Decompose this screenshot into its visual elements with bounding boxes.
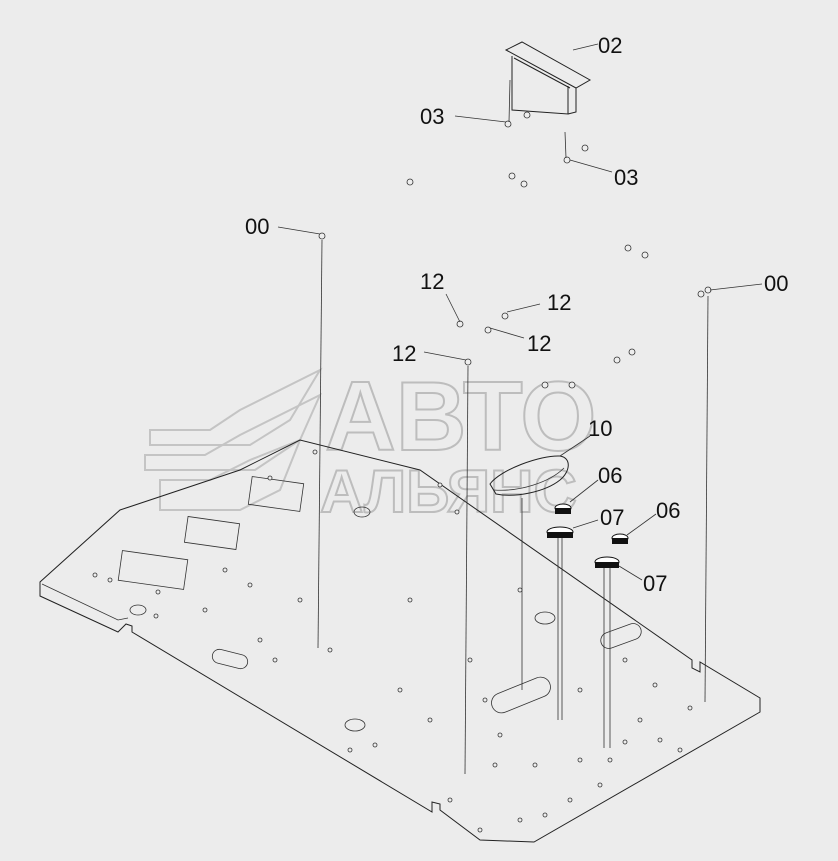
watermark-line1: АВТО bbox=[325, 361, 596, 471]
callout-02: 02 bbox=[598, 33, 622, 58]
callout-03-right: 03 bbox=[614, 165, 638, 190]
callout-12-d: 12 bbox=[392, 341, 416, 366]
callout-00-left: 00 bbox=[245, 214, 269, 239]
watermark-logo: АВТО АЛЬЯНС bbox=[144, 360, 597, 526]
callout-12-b: 12 bbox=[547, 290, 571, 315]
fasteners bbox=[318, 111, 712, 389]
callout-00-right: 00 bbox=[764, 271, 788, 296]
callout-07-b: 07 bbox=[643, 571, 667, 596]
leader-lines bbox=[277, 43, 763, 581]
base-plate bbox=[39, 439, 761, 843]
callout-labels: 02 03 03 00 00 12 12 12 12 10 06 06 07 0… bbox=[245, 33, 788, 596]
pad-part-10 bbox=[489, 455, 569, 496]
cylinder-parts bbox=[546, 503, 629, 568]
callout-12-c: 12 bbox=[527, 331, 551, 356]
watermark-line2: АЛЬЯНС bbox=[320, 458, 577, 525]
pins bbox=[317, 79, 709, 775]
plate-holes bbox=[92, 449, 693, 833]
callout-06-a: 06 bbox=[598, 463, 622, 488]
callout-07-a: 07 bbox=[600, 505, 624, 530]
callout-12-a: 12 bbox=[420, 269, 444, 294]
box-part-02 bbox=[504, 41, 592, 115]
callout-03-left: 03 bbox=[420, 104, 444, 129]
callout-06-b: 06 bbox=[656, 498, 680, 523]
callout-10: 10 bbox=[588, 416, 612, 441]
